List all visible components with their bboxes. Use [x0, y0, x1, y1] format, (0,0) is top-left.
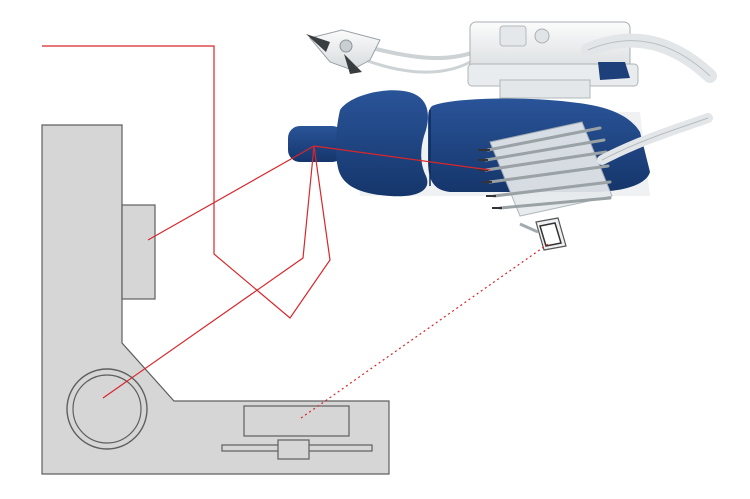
light-arm-lower	[365, 60, 474, 72]
cabinetry-plan	[42, 125, 389, 474]
sightline-dotted-monitor	[301, 244, 548, 418]
delivery-unit-head	[468, 22, 638, 98]
chair-backrest	[336, 90, 428, 196]
sightline-to-cabinet	[148, 146, 314, 240]
light-arm	[372, 48, 480, 58]
overhead-equipment	[306, 22, 710, 98]
operating-light	[306, 30, 380, 74]
sink-basin-inner	[73, 375, 141, 443]
monitor-screen	[520, 218, 566, 250]
desk-stand	[278, 440, 309, 459]
wall-cabinet-inset	[122, 205, 155, 299]
desk-monitor-block	[244, 406, 349, 436]
